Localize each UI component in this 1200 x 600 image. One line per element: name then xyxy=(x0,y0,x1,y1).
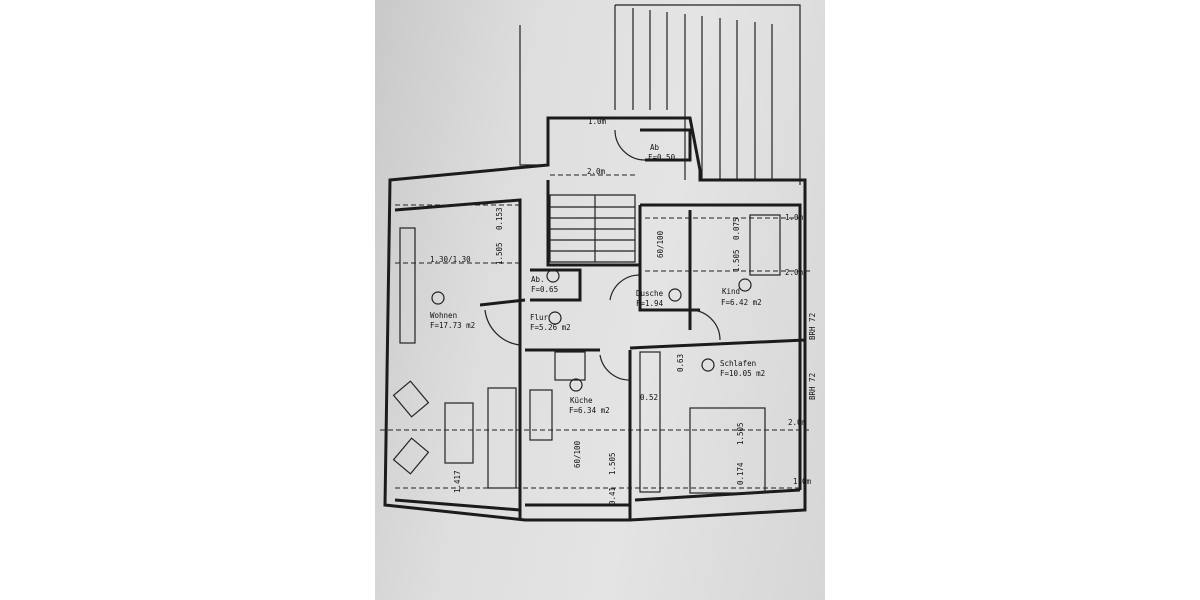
doors xyxy=(484,129,721,381)
room-name-wohnen: Wohnen xyxy=(430,311,457,320)
room-name-kind: Kind xyxy=(722,287,740,296)
dim-label: 1.505 xyxy=(608,452,617,475)
dim-label: 2.0m xyxy=(587,167,606,176)
room-name-flur: Flur xyxy=(530,313,549,322)
dim-label: 2.0m xyxy=(785,268,804,277)
dim-label: 1.417 xyxy=(453,470,462,493)
dim-label: 1.30/1.30 xyxy=(430,255,471,264)
room-area-ab1: F=0.65 xyxy=(531,285,558,294)
staircase xyxy=(549,194,636,263)
room-area-dusche: F=1.94 xyxy=(636,299,664,308)
room-area-kueche: F=6.34 m2 xyxy=(569,406,610,415)
room-area-wohnen: F=17.73 m2 xyxy=(430,321,475,330)
dim-label: 1.0m xyxy=(785,213,804,222)
dim-label: 1.0m xyxy=(588,117,607,126)
dim-label: 0.174 xyxy=(736,462,745,485)
dim-label: 0.52 xyxy=(640,393,658,402)
room-name-dusche: Dusche xyxy=(636,289,664,298)
room-area-ab2: F=0.50 xyxy=(648,153,676,162)
room-name-ab1: Ab. xyxy=(531,275,545,284)
dim-label: 0.153 xyxy=(495,207,504,230)
room-area-schlafen: F=10.05 m2 xyxy=(720,369,765,378)
walls xyxy=(383,116,807,522)
outlet-symbols xyxy=(431,269,752,392)
dim-label: 1.505 xyxy=(495,242,504,265)
dim-label: 1.505 xyxy=(736,422,745,445)
roof-lines xyxy=(519,4,801,185)
floor-plan-photo xyxy=(375,0,825,600)
dim-label: 0.41 xyxy=(608,487,617,505)
room-name-ab2: Ab xyxy=(650,143,660,152)
dim-label: 0.075 xyxy=(732,217,741,240)
dashed-lines xyxy=(380,174,810,489)
dim-label: BRH 72 xyxy=(808,373,817,400)
dim-label: 0.63 xyxy=(676,354,685,372)
dim-label: 60/100 xyxy=(573,440,582,468)
dim-label: BRH 72 xyxy=(808,313,817,340)
dim-label: 60/100 xyxy=(656,230,665,258)
room-area-flur: F=5.26 m2 xyxy=(530,323,571,332)
room-name-schlafen: Schlafen xyxy=(720,359,756,368)
dim-label: 1.0m xyxy=(793,477,812,486)
dim-label: 2.0m xyxy=(788,418,807,427)
furniture xyxy=(392,214,781,494)
room-name-kueche: Küche xyxy=(570,396,593,405)
room-area-kind: F=6.42 m2 xyxy=(721,298,762,307)
dim-label: 1.505 xyxy=(732,249,741,272)
